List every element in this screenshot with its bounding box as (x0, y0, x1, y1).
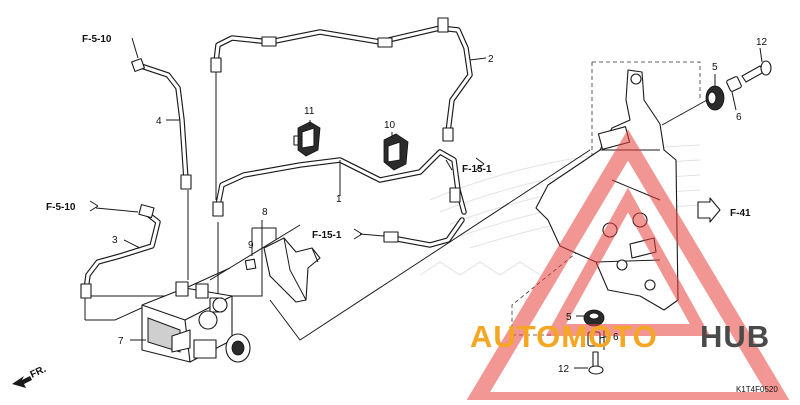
ref-f41: F-41 (730, 208, 751, 219)
callout-4: 4 (156, 116, 162, 127)
front-direction-marker: FR. (12, 364, 48, 388)
watermark-hub: HUB (700, 319, 770, 354)
pipe-clamp-10 (383, 133, 409, 171)
brake-pipe-3 (80, 204, 161, 299)
diagram-code: K1T4F0520 (736, 385, 778, 394)
front-label: FR. (29, 364, 48, 381)
callout-10: 10 (384, 120, 396, 131)
ref-f510-mid: F-5-10 (46, 202, 76, 213)
collar-6-top (726, 76, 742, 92)
brake-pipe-2 (210, 17, 473, 142)
arrow-f151-mid (353, 228, 363, 240)
leader-lines (95, 37, 763, 369)
callout-1: 1 (336, 194, 342, 205)
grommet-5-bottom (583, 309, 605, 327)
callout-6-top: 6 (736, 112, 742, 123)
arrow-f151-top (475, 157, 485, 171)
callout-12-bottom: 12 (558, 364, 570, 375)
callout-7: 7 (118, 336, 124, 347)
callout-5-bottom: 5 (566, 312, 572, 323)
watermark-triangle-inner (545, 187, 711, 336)
callout-5-top: 5 (712, 62, 718, 73)
reference-labels: F-5-10 F-5-10 F-15-1 F-15-1 F-41 (46, 34, 751, 241)
bolt-12-bottom (588, 351, 604, 375)
callout-8: 8 (262, 207, 268, 218)
grommet-5-top (705, 85, 725, 111)
callout-12-top: 12 (756, 37, 768, 48)
callout-2: 2 (488, 54, 494, 65)
bolt-12-top (741, 60, 772, 83)
callout-3: 3 (112, 235, 118, 246)
abs-modulator (141, 281, 251, 363)
callout-6-bottom: 6 (613, 332, 619, 343)
part-callouts: 4 3 7 1 2 8 9 10 11 5 6 12 5 6 12 (112, 37, 768, 375)
arrow-f41-icon (697, 197, 721, 223)
watermark-automoto: AUTOMOTO (470, 319, 658, 354)
brake-pipe-4 (131, 58, 192, 190)
mounting-bracket-8 (263, 237, 321, 303)
ref-f510-top: F-5-10 (82, 34, 112, 45)
brake-pipe-lower-f151 (383, 217, 465, 248)
watermark-text: AUTOMOTO HUB (470, 319, 770, 354)
plate-9 (244, 258, 257, 271)
arrow-f510-mid (89, 200, 99, 212)
callout-9: 9 (248, 240, 254, 251)
ref-f151-mid: F-15-1 (312, 230, 342, 241)
callout-11: 11 (304, 106, 315, 117)
front-arrow-icon (12, 376, 32, 388)
pipe-clamp-11 (297, 121, 321, 157)
